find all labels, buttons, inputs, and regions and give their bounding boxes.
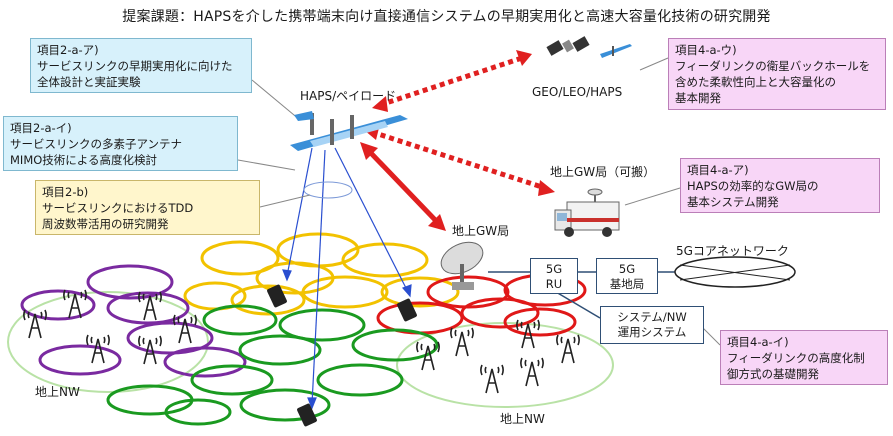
ground-nw-area-left [7, 291, 209, 393]
service-link-beams [282, 147, 412, 410]
callout-line: 基本システム開発 [687, 195, 779, 209]
core-network-ellipse [674, 256, 796, 288]
antenna-tower-icons [23, 289, 580, 394]
ground-gw-portable-label: 地上GW局（可搬） [550, 165, 656, 179]
callout-line: フィーダリンクの高度化制 [727, 351, 865, 365]
ru-box: 5G RU [530, 258, 578, 294]
system-ops-line: 運用システム [617, 325, 687, 339]
callout-line: フィーダリンクの衛星バックホールを [675, 59, 871, 73]
system-ops-line: システム/NW [617, 310, 687, 324]
callout-heading: 項目4-a-ウ) [675, 43, 737, 57]
core-network-label: 5Gコアネットワーク [676, 244, 789, 258]
arrowhead [372, 96, 388, 112]
coverage-cells-yellow [183, 232, 460, 316]
feeder-link-solid [366, 148, 442, 227]
network-connection-lines [488, 271, 675, 319]
callout-heading: 項目4-a-ア) [687, 163, 749, 177]
arrowhead [538, 180, 555, 196]
callout-line: 基本開発 [675, 91, 721, 105]
callout-line: 全体設計と実証実験 [37, 75, 141, 89]
callout-heading: 項目2-b) [42, 185, 89, 199]
haps-beam-footprint [303, 181, 353, 199]
callout-item-4a-a: 項目4-a-ア) HAPSの効率的なGW局の 基本システム開発 [680, 158, 880, 213]
callout-heading: 項目2-a-ア) [37, 43, 99, 57]
satellite-icon [546, 36, 590, 56]
page-title: 提案課題：HAPSを介した携帯端末向け直接通信システムの早期実用化と高速大容量化… [122, 9, 771, 25]
callout-line: MIMO技術による高度化検討 [10, 153, 157, 167]
callout-line: サービスリンクにおけるTDD [42, 201, 194, 215]
callout-line: HAPSの効率的なGW局の [687, 179, 819, 193]
callout-item-4a-i: 項目4-a-イ) フィーダリンクの高度化制 御方式の基礎開発 [720, 330, 888, 385]
callout-heading: 項目4-a-イ) [727, 335, 789, 349]
coverage-cells-purple [20, 264, 247, 378]
geo-leo-haps-label: GEO/LEO/HAPS [532, 85, 623, 99]
ru-line: 5G [545, 262, 563, 276]
ground-nw-bottom-label: 地上NW [500, 412, 545, 426]
base-station-line: 5G [618, 262, 636, 276]
callout-item-2a-a: 項目2-a-ア) サービスリンクの早期実用化に向けた 全体設計と実証実験 [30, 38, 252, 93]
haps-payload-label: HAPS/ペイロード [300, 89, 397, 103]
haps-aircraft-icon [290, 111, 408, 151]
ru-line: RU [545, 277, 563, 291]
gw-truck-icon [554, 188, 620, 237]
callout-line: 周波数帯活用の研究開発 [42, 217, 169, 231]
arrowhead [428, 214, 446, 231]
ground-gw-dish-icon [440, 241, 484, 290]
arrowhead [516, 50, 532, 66]
core-network-cross [679, 264, 791, 281]
feeder-link-dotted-arrows [371, 55, 546, 191]
ground-gw-label: 地上GW局 [452, 224, 510, 238]
phone-icons [267, 284, 417, 427]
base-station-box: 5G 基地局 [596, 258, 658, 294]
callout-line: サービスリンクの早期実用化に向けた [37, 59, 233, 73]
callout-line: 御方式の基礎開発 [727, 367, 819, 381]
callout-line: 含めた柔軟性向上と大容量化の [675, 75, 836, 89]
callout-item-4a-u: 項目4-a-ウ) フィーダリンクの衛星バックホールを 含めた柔軟性向上と大容量化… [668, 38, 886, 110]
coverage-cells-green [106, 304, 439, 426]
callout-line: サービスリンクの多素子アンテナ [10, 137, 183, 151]
small-plane-icon [600, 44, 632, 58]
callout-item-2a-i: 項目2-a-イ) サービスリンクの多素子アンテナ MIMO技術による高度化検討 [3, 116, 238, 171]
callout-item-2b: 項目2-b) サービスリンクにおけるTDD 周波数帯活用の研究開発 [35, 180, 260, 235]
system-ops-box: システム/NW 運用システム [600, 306, 704, 344]
base-station-line: 基地局 [609, 277, 645, 291]
ground-nw-left-label: 地上NW [35, 385, 80, 399]
arrowhead [360, 142, 378, 160]
callout-heading: 項目2-a-イ) [10, 121, 72, 135]
